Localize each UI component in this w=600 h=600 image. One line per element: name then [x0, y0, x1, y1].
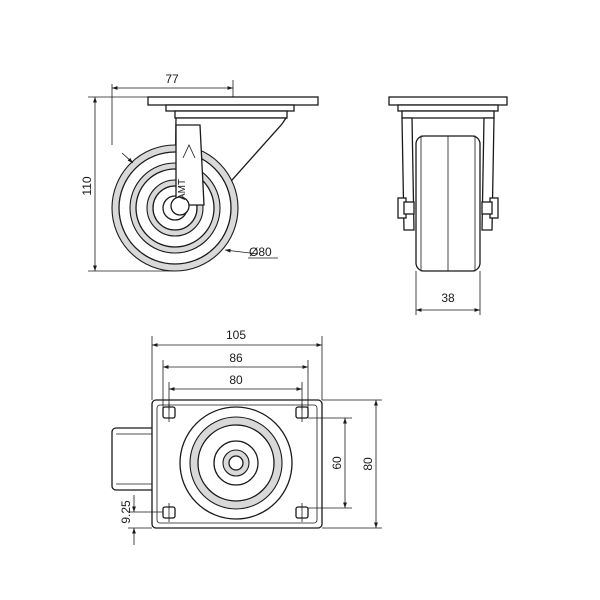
- front-axle-bolt-right: [481, 201, 493, 215]
- front-top-plate: [388, 96, 508, 106]
- side-axle-nut: [170, 196, 190, 216]
- dim-60-label: 60: [330, 456, 344, 470]
- dim-80v-label: 80: [361, 457, 375, 471]
- front-swivel-ring: [401, 110, 495, 119]
- dim-80h-label: 80: [229, 373, 243, 387]
- dim-105-label: 105: [226, 328, 246, 342]
- top-view: 105 86 80 60 80 9.25: [111, 328, 382, 545]
- side-top-plate: [147, 96, 319, 106]
- top-kingpin: [228, 455, 244, 471]
- brand-mark: AMT: [177, 179, 188, 200]
- side-view: AMT 77 110 Ø80: [80, 72, 319, 272]
- dim-38-label: 38: [441, 291, 455, 305]
- dim-110-label: 110: [80, 176, 94, 195]
- top-wheel-edge: [111, 427, 157, 491]
- brand-triangle-icon: [182, 144, 196, 159]
- front-view: 38: [388, 96, 508, 315]
- dim-77-label: 77: [165, 72, 179, 86]
- side-top-plate-lower: [165, 104, 295, 112]
- dim-dia80-label: Ø80: [249, 245, 272, 259]
- dim-dia80-leader-2: [224, 248, 259, 255]
- dim-86-label: 86: [229, 351, 243, 365]
- dim-925-label: 9.25: [119, 500, 133, 524]
- top-plate-inner: [156, 404, 318, 524]
- side-swivel-ring: [174, 110, 288, 119]
- dim-dia80-leader: [121, 152, 134, 164]
- front-top-plate-lower: [397, 104, 499, 112]
- side-fork-front: [175, 124, 205, 206]
- front-axle-bolt-left: [403, 201, 415, 215]
